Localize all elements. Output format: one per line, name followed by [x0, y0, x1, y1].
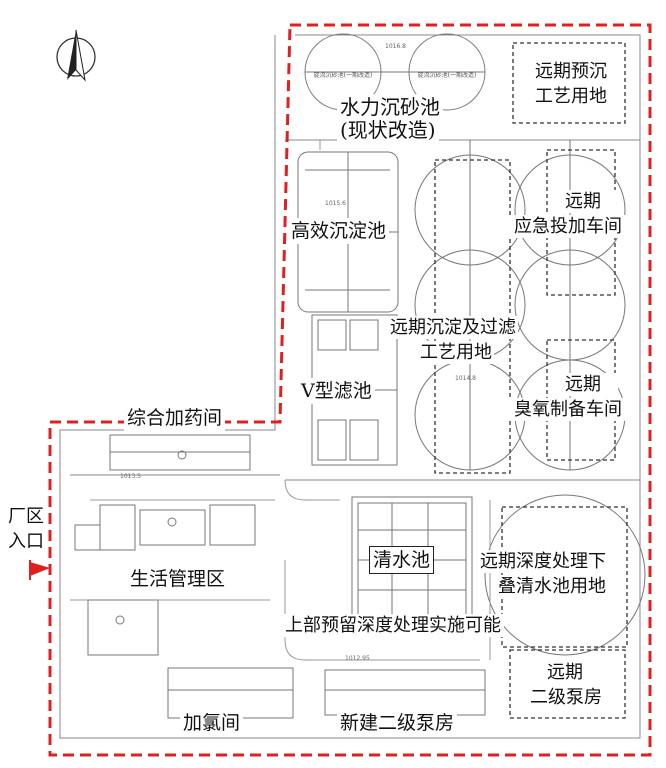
- chem-building-outline: [109, 434, 251, 471]
- site-boundary: [48, 23, 652, 757]
- future-sed-filter-label-line2: 工艺用地: [418, 341, 494, 364]
- svg-text:1015.6: 1015.6: [325, 200, 346, 207]
- new-pump-station-label: 新建二级泵房: [337, 710, 458, 736]
- svg-text:1012.95: 1012.95: [345, 655, 370, 662]
- future-deep-label-line2: 叠清水池用地: [496, 575, 608, 598]
- future-pump-label-line2: 二级泵房: [520, 686, 612, 709]
- living-area-buildings: [74, 504, 256, 656]
- reserved-note-label: 上部预留深度处理实施可能: [282, 614, 504, 637]
- future-ozone-label-line1: 远期: [548, 373, 618, 396]
- grit-tank-label-line2: (现状改造): [337, 119, 439, 142]
- elevation-marks: 1016.8 1015.6 1014.8 1013.5 1012.95: [120, 43, 476, 662]
- plant-entrance-label-line2: 入口: [8, 531, 44, 552]
- chlorination-label: 加氯间: [180, 710, 244, 736]
- chem-building-label: 综合加药间: [124, 405, 226, 431]
- future-sed-filter-label-line1: 远期沉淀及过滤: [388, 316, 518, 339]
- future-ozone-label-line2: 臭氧制备车间: [506, 398, 630, 421]
- svg-text:旋流沉砂池(一期改造): 旋流沉砂池(一期改造): [314, 71, 373, 79]
- svg-text:1013.5: 1013.5: [120, 473, 141, 480]
- future-pump-label-line1: 远期: [535, 661, 595, 684]
- future-emergency-label-line2: 应急投加车间: [508, 215, 628, 238]
- living-area-label: 生活管理区: [127, 566, 229, 592]
- north-arrow-icon: [56, 29, 96, 82]
- grit-tank-label-line1: 水力沉砂池: [337, 94, 443, 120]
- svg-text:1016.8: 1016.8: [385, 43, 406, 50]
- high-eff-sed-label: 高效沉淀池: [288, 218, 390, 244]
- v-filter-label: V型滤池: [298, 378, 375, 404]
- svg-text:旋流沉砂池(一期改造): 旋流沉砂池(一期改造): [418, 71, 477, 79]
- future-emergency-label-line1: 远期: [548, 190, 618, 213]
- future-deep-label-line1: 远期深度处理下: [478, 550, 608, 573]
- clear-water-label: 清水池: [369, 546, 435, 574]
- entrance-flag-icon: [29, 560, 50, 580]
- svg-text:1014.8: 1014.8: [455, 375, 476, 382]
- future-presed-label-line2: 工艺用地: [535, 86, 607, 107]
- plant-entrance-label-line1: 厂区: [8, 506, 44, 527]
- future-presed-label-line1: 远期预沉: [535, 61, 607, 82]
